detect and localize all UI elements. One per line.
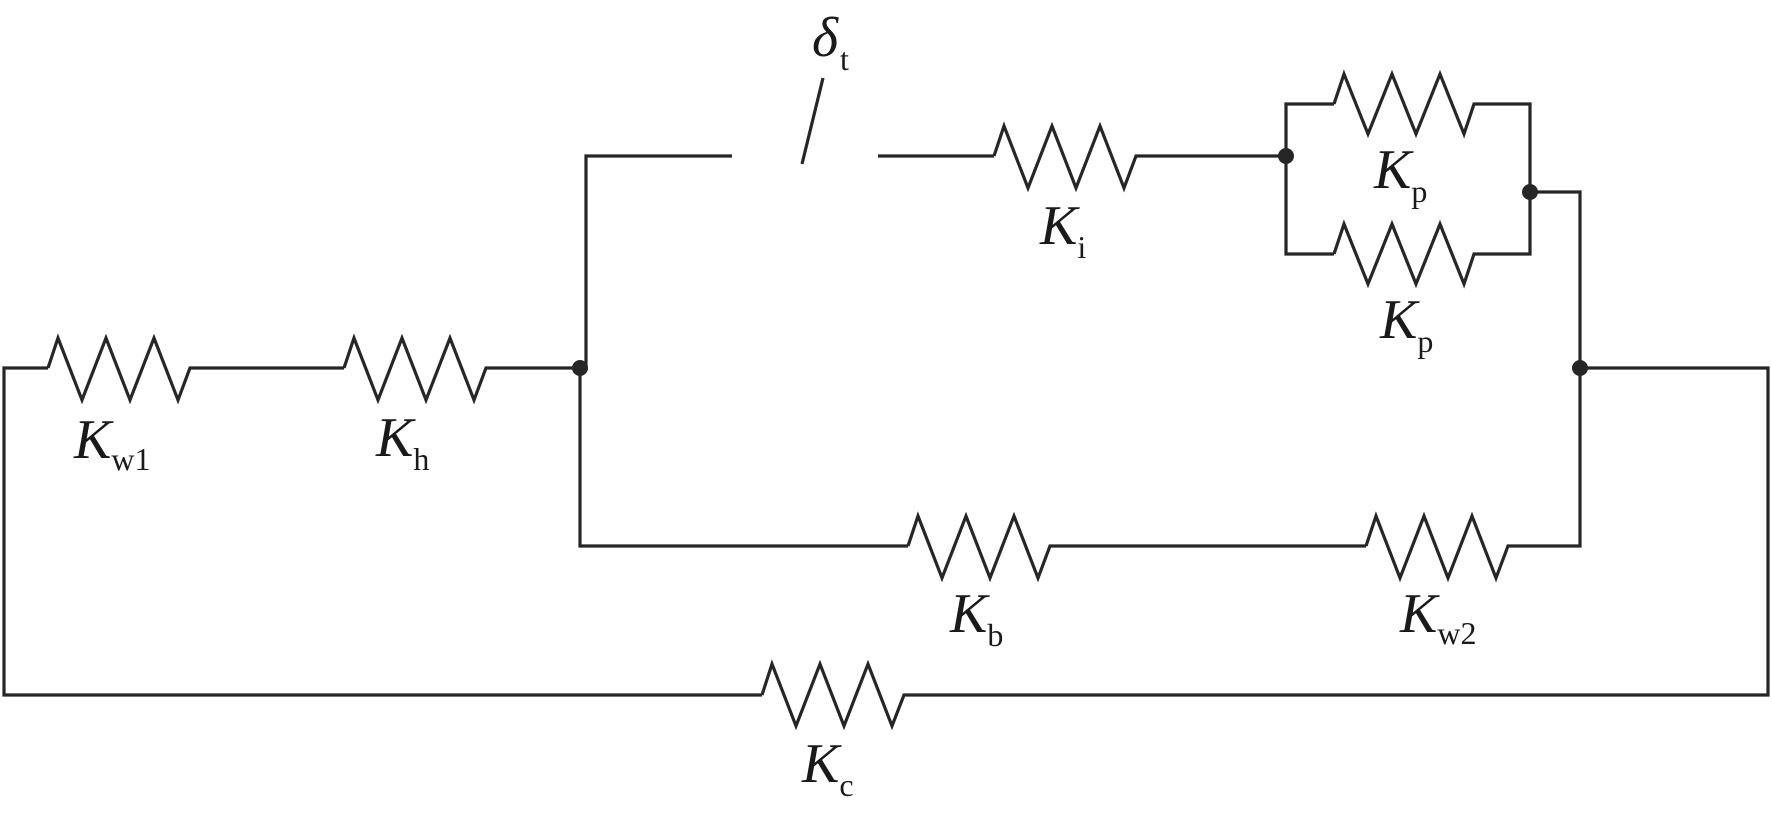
spring-kp-top [1332,69,1482,139]
wires [2,102,1770,697]
wire-right-node-down [1518,368,1582,548]
label-kp-bottom: Kp [1379,289,1433,359]
label-kp-bottom-sub: p [1417,323,1433,359]
label-kh-main: K [375,407,416,469]
spring-kw1 [46,333,200,405]
label-kp-bottom-main: K [1379,289,1420,351]
wire-left-top [2,366,762,697]
wire-parallel-left [1284,102,1334,256]
node-parallel-right [1522,184,1538,200]
spring-kc [760,659,914,731]
label-ki-sub: i [1077,229,1086,265]
label-kw1-sub: w1 [111,441,150,477]
label-kb-sub: b [987,617,1003,653]
spring-ki [992,121,1148,193]
label-kw2-sub: w2 [1437,615,1476,651]
node-left [572,360,588,376]
label-delta-t: δt [812,7,849,77]
spring-kp-bottom [1332,219,1482,289]
label-ki: Ki [1039,195,1086,265]
label-kc: Kc [801,733,854,803]
label-kc-sub: c [839,767,853,803]
label-kp-top: Kp [1373,139,1427,209]
label-kw2-main: K [1399,583,1440,645]
label-kw2: Kw2 [1399,583,1476,651]
label-kc-main: K [801,733,842,795]
wire-parallel-to-right-node [1530,190,1582,368]
spring-kw2 [1364,511,1518,583]
wire-node-left-up [580,154,732,370]
label-kp-top-main: K [1373,139,1414,201]
label-kw1: Kw1 [73,409,150,477]
label-kh: Kh [375,407,429,477]
wire-right-node-out [914,366,1770,697]
junction-nodes [572,148,1588,376]
wire-node-left-down [578,368,908,548]
label-kb: Kb [949,583,1003,653]
label-kb-main: K [949,583,990,645]
node-right [1572,360,1588,376]
label-kw1-main: K [73,409,114,471]
springs [46,69,1518,731]
label-kh-sub: h [413,441,429,477]
label-delta-t-sub: t [840,41,849,77]
gap-switch-line [800,77,825,165]
label-kp-top-sub: p [1411,173,1427,209]
label-ki-main: K [1039,195,1080,257]
wire-parallel-right [1482,102,1532,256]
labels: δt Kw1 Kh Ki Kp Kp Kb Kw2 Kc [73,7,1476,803]
spring-kh [342,333,496,405]
node-parallel-left [1278,148,1294,164]
spring-kb [906,511,1062,583]
label-delta-t-main: δ [812,7,839,69]
